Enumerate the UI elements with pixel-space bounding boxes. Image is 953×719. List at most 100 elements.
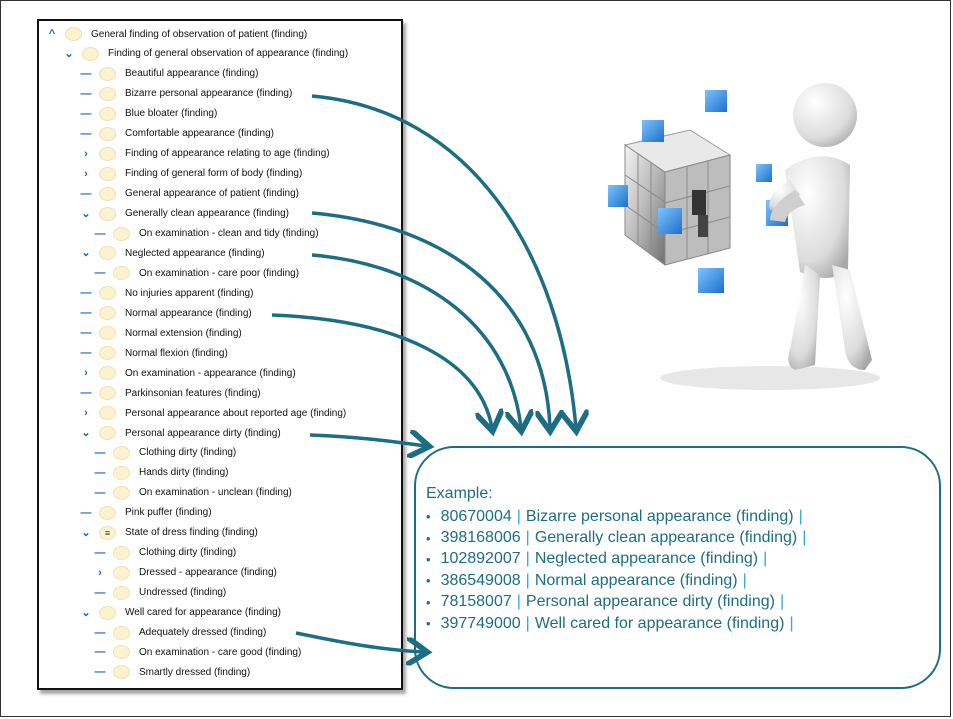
tree-row[interactable]: — On examination - unclean (finding) xyxy=(94,483,292,503)
tree-row[interactable]: — Normal appearance (finding) xyxy=(80,303,252,323)
tree-row[interactable]: ⌄ Personal appearance dirty (finding) xyxy=(80,423,281,443)
concept-icon xyxy=(99,66,116,81)
concept-icon xyxy=(113,465,130,480)
concept-icon xyxy=(113,625,130,640)
tree-row-label: General finding of observation of patien… xyxy=(91,28,308,40)
tree-row-label: Finding of appearance relating to age (f… xyxy=(125,148,330,160)
tree-row[interactable]: —Adequately dressed (finding) xyxy=(94,623,266,643)
concept-term: Generally clean appearance (finding) xyxy=(534,529,798,547)
tree-row[interactable]: › On examination - appearance (finding) xyxy=(80,363,296,383)
bullet-icon: • xyxy=(426,509,431,525)
tree-row[interactable]: ⌄Neglected appearance (finding) xyxy=(80,243,265,263)
chevron-down-icon[interactable]: ⌄ xyxy=(81,207,91,220)
concept-icon xyxy=(65,27,82,41)
leaf-dash-icon: — xyxy=(80,387,92,400)
tree-row-label: Dressed - appearance (finding) xyxy=(139,567,277,579)
example-item: •80670004|Bizarre personal appearance (f… xyxy=(426,506,811,527)
tree-row[interactable]: ⌄≡State of dress finding (finding) xyxy=(80,523,258,543)
chevron-right-icon[interactable]: › xyxy=(98,566,102,579)
tree-row[interactable]: —Beautiful appearance (finding) xyxy=(80,64,258,84)
tree-row[interactable]: —Normal flexion (finding) xyxy=(80,343,228,363)
tree-row-label: Adequately dressed (finding) xyxy=(139,627,267,638)
example-title: Example: xyxy=(426,485,493,502)
tree-row[interactable]: —Parkinsonian features (finding) xyxy=(80,383,261,403)
tree-row[interactable]: ⌄Generally clean appearance (finding) xyxy=(80,204,289,224)
pipe-separator: | xyxy=(789,614,794,632)
concept-icon xyxy=(99,406,116,421)
tree-row[interactable]: ⌄Finding of general observation of appea… xyxy=(63,44,348,64)
tree-row[interactable]: —Bizarre personal appearance (finding) xyxy=(80,84,292,104)
tree-row[interactable]: —Clothing dirty (finding) xyxy=(94,543,236,563)
tree-row-label: Bizarre personal appearance (finding) xyxy=(125,88,293,100)
concept-icon xyxy=(113,445,130,460)
concept-id: 102892007 xyxy=(440,550,521,568)
leaf-dash-icon: — xyxy=(94,446,106,459)
leaf-dash-icon: — xyxy=(94,466,106,479)
chevron-down-icon[interactable]: ⌄ xyxy=(64,47,74,60)
tree-row[interactable]: › Personal appearance about reported age … xyxy=(80,403,346,423)
chevron-down-icon[interactable]: ⌄ xyxy=(81,526,91,539)
tree-row[interactable]: —On examination - clean and tidy (findin… xyxy=(94,224,319,244)
pipe-separator: | xyxy=(516,593,521,611)
concept-term: Well cared for appearance (finding) xyxy=(534,614,785,632)
concept-icon xyxy=(113,585,130,600)
pipe-separator: | xyxy=(525,529,530,547)
chevron-right-icon[interactable]: › xyxy=(84,367,88,380)
leaf-dash-icon: — xyxy=(80,107,92,120)
tree-row[interactable]: › Finding of appearance relating to age (… xyxy=(80,144,330,164)
concept-icon: ≡ xyxy=(99,525,116,540)
tree-row[interactable]: —Pink puffer (finding) xyxy=(80,503,212,523)
tree-row[interactable]: —On examination - care poor (finding) xyxy=(94,263,299,283)
tree-row-label: General appearance of patient (finding) xyxy=(125,188,300,200)
concept-icon xyxy=(113,665,130,680)
tree-row[interactable]: —Blue bloater (finding) xyxy=(80,104,217,124)
leaf-dash-icon: — xyxy=(94,486,106,499)
concept-icon xyxy=(99,306,116,321)
stick-figure-icon xyxy=(769,83,872,370)
chevron-right-icon[interactable]: › xyxy=(84,407,88,420)
leaf-dash-icon: — xyxy=(80,327,92,340)
tree-row[interactable]: — General appearance of patient (finding) xyxy=(80,184,299,204)
tree-row[interactable]: › Dressed - appearance (finding) xyxy=(94,563,277,583)
pipe-separator: | xyxy=(525,614,530,632)
tree-row[interactable]: ⌄Well cared for appearance (finding) xyxy=(80,603,281,623)
tree-row[interactable]: ^ General finding of observation of patie… xyxy=(46,24,307,44)
tree-row[interactable]: —Comfortable appearance (finding) xyxy=(80,124,274,144)
leaf-dash-icon: — xyxy=(80,187,92,200)
chevron-right-icon[interactable]: › xyxy=(84,147,88,160)
leaf-dash-icon: — xyxy=(80,307,92,320)
tree-row[interactable]: —Clothing dirty (finding) xyxy=(94,443,236,463)
concept-icon xyxy=(99,126,116,141)
chevron-up-icon[interactable]: ^ xyxy=(48,28,56,40)
example-callout-box xyxy=(414,446,941,689)
tree-row-label: Comfortable appearance (finding) xyxy=(125,128,274,140)
tree-row-label: Personal appearance dirty (finding) xyxy=(125,427,281,439)
pipe-separator: | xyxy=(525,571,530,589)
concept-term: Neglected appearance (finding) xyxy=(534,550,759,568)
tree-row[interactable]: › Finding of general form of body (findin… xyxy=(80,164,302,184)
tree-row[interactable]: —No injuries apparent (finding) xyxy=(80,283,253,303)
tree-row-label: Normal appearance (finding) xyxy=(125,307,252,319)
chevron-right-icon[interactable]: › xyxy=(84,167,88,180)
tree-row[interactable]: —Normal extension (finding) xyxy=(80,323,242,343)
concept-icon xyxy=(113,485,130,500)
tree-row-label: On examination - appearance (finding) xyxy=(125,367,296,379)
tree-row-label: Personal appearance about reported age (… xyxy=(125,407,347,419)
tree-row[interactable]: —Hands dirty (finding) xyxy=(94,463,228,483)
tree-row[interactable]: —On examination - care good (finding) xyxy=(94,642,301,662)
concept-id: 78158007 xyxy=(440,593,512,611)
example-list: •80670004|Bizarre personal appearance (f… xyxy=(426,506,811,634)
chevron-down-icon[interactable]: ⌄ xyxy=(81,427,91,439)
chevron-down-icon[interactable]: ⌄ xyxy=(81,606,91,619)
tree-row[interactable]: —Undressed (finding) xyxy=(94,583,226,603)
tree-row-label: On examination - unclean (finding) xyxy=(139,487,292,499)
leaf-dash-icon: — xyxy=(94,666,106,679)
concept-term: Normal appearance (finding) xyxy=(534,571,738,589)
tree-row[interactable]: —Smartly dressed (finding) xyxy=(94,662,250,682)
tree-row-label: Finding of general form of body (finding… xyxy=(125,168,303,180)
concept-icon xyxy=(99,246,116,261)
tree-row-label: Beautiful appearance (finding) xyxy=(125,68,259,80)
concept-icon xyxy=(99,326,116,341)
pipe-separator: | xyxy=(779,593,785,611)
chevron-down-icon[interactable]: ⌄ xyxy=(81,247,91,260)
